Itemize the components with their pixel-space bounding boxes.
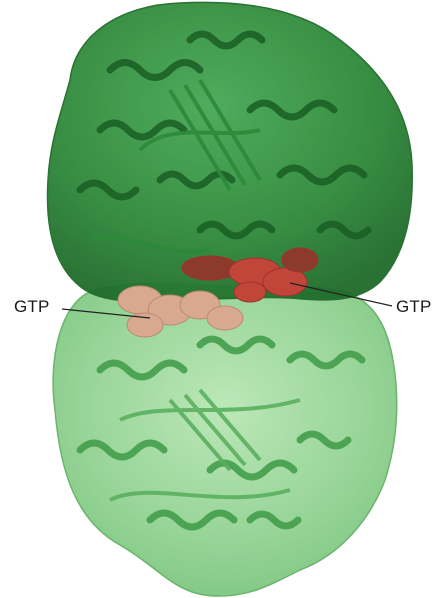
gtp-label-right: GTP <box>396 297 432 317</box>
gtp-label-left: GTP <box>14 297 50 317</box>
